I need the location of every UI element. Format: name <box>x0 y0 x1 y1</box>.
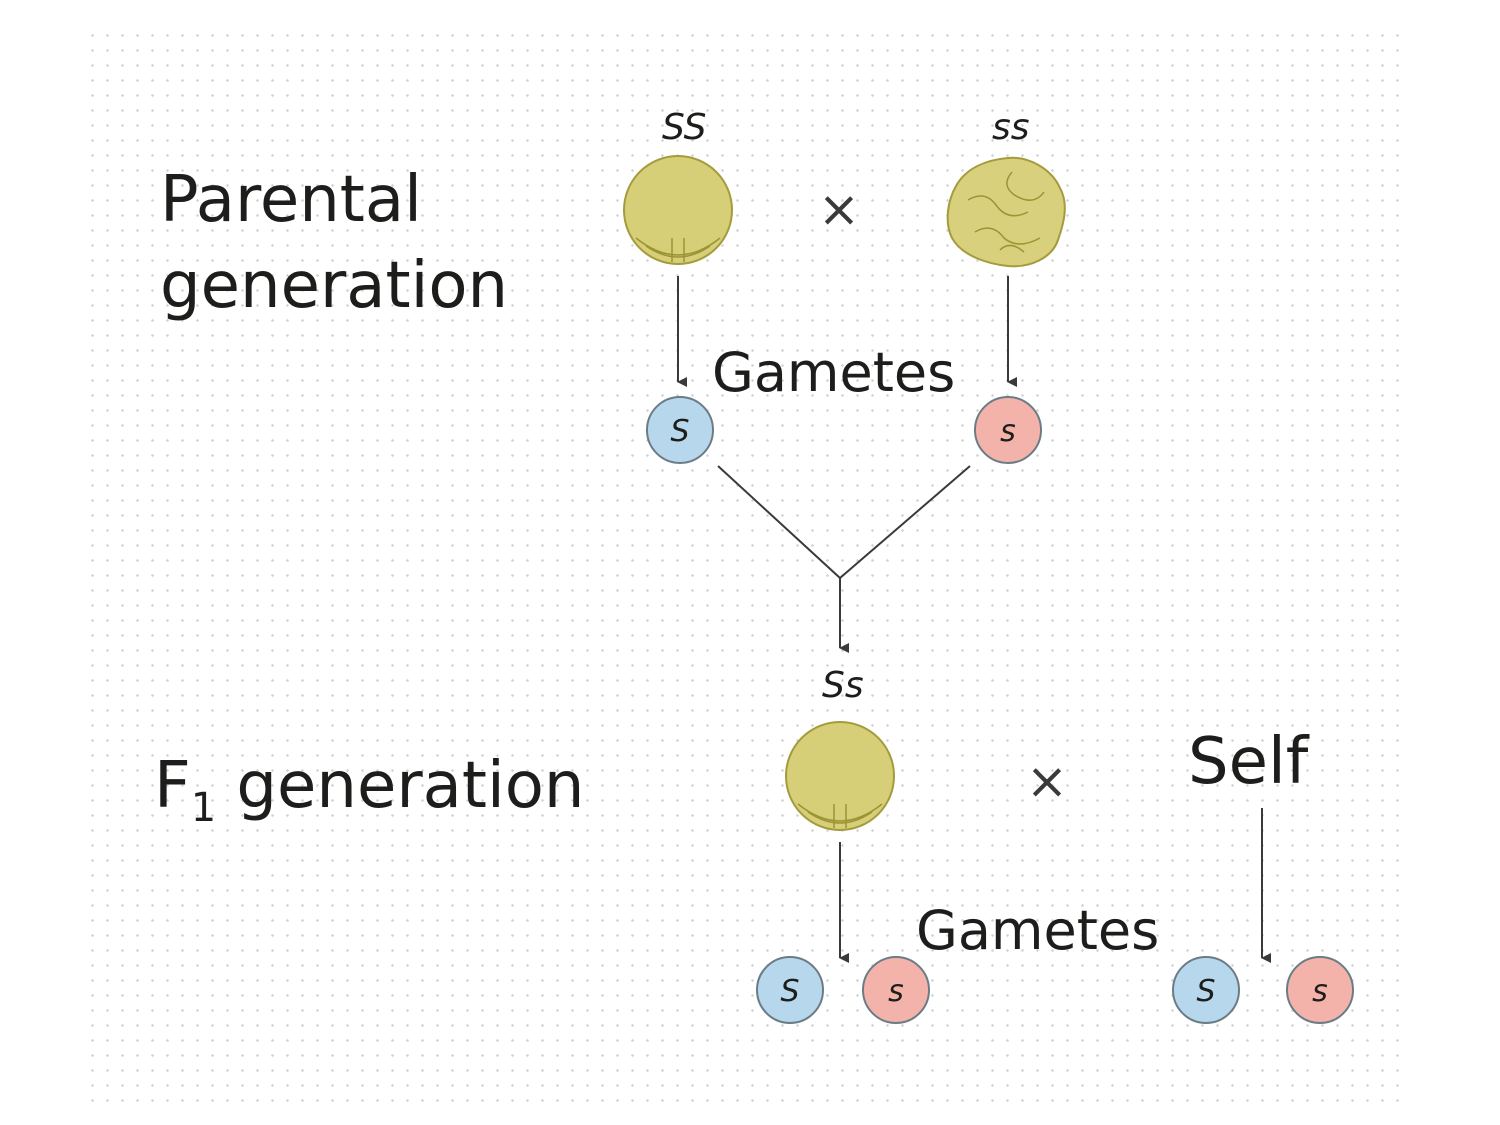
gamete-label: s <box>1312 974 1328 1009</box>
gamete-label: s <box>888 974 904 1009</box>
diagram-canvas <box>85 28 1410 1108</box>
gamete-f1-3: S <box>1172 956 1240 1024</box>
gamete-f1-2: s <box>862 956 930 1024</box>
gametes-label-f1: Gametes <box>916 899 1160 962</box>
genotype-ss-dominant: SS <box>662 107 707 148</box>
gamete-f1-1: S <box>756 956 824 1024</box>
f1-label-rest: generation <box>216 749 585 823</box>
cross-symbol-f1: × <box>1026 752 1068 810</box>
gamete-label: S <box>780 974 799 1009</box>
gamete-label: S <box>670 414 689 449</box>
gametes-label-parental: Gametes <box>712 341 956 404</box>
gamete-recessive-parent: s <box>974 396 1042 464</box>
self-label: Self <box>1188 725 1309 799</box>
genotype-f1: Ss <box>822 665 864 706</box>
fertilization-line-left <box>717 465 841 579</box>
fertilization-line-right <box>839 465 971 579</box>
smooth-seed-f1-icon <box>785 721 895 831</box>
f1-label-prefix: F <box>154 749 191 823</box>
parental-label-line1: Parental <box>160 163 422 237</box>
wrinkled-seed-parent-icon <box>946 156 1066 268</box>
cross-symbol-parental: × <box>818 180 860 238</box>
f1-label-subscript: 1 <box>190 784 217 831</box>
genotype-ss-recessive: ss <box>992 107 1030 148</box>
gamete-label: s <box>1000 414 1016 449</box>
parental-label-line2: generation <box>160 249 509 323</box>
gamete-f1-4: s <box>1286 956 1354 1024</box>
gamete-label: S <box>1196 974 1215 1009</box>
gamete-dominant-parent: S <box>646 396 714 464</box>
smooth-seed-parent-icon <box>623 155 733 265</box>
f1-generation-label: F1 generation <box>154 754 584 829</box>
